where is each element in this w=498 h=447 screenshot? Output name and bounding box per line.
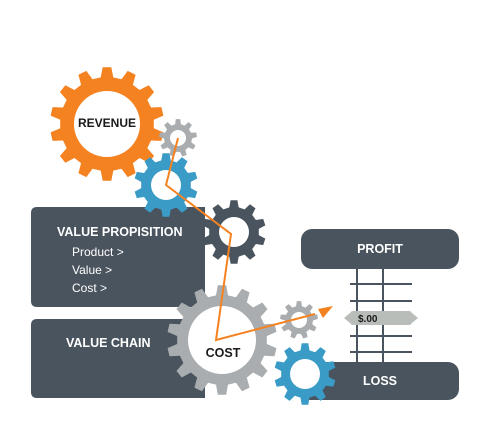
profit-label: PROFIT	[357, 242, 403, 256]
value-proposition-panel: VALUE PROPISITION Product > Value > Cost…	[31, 207, 205, 307]
profit-bar: PROFIT	[301, 229, 459, 269]
flow-connector	[164, 137, 333, 342]
loss-bar: LOSS	[298, 362, 459, 400]
loss-label: LOSS	[363, 374, 397, 388]
small-gray-gear-right-icon	[280, 301, 318, 339]
arrow-head-icon	[318, 306, 333, 318]
value-chain-panel: VALUE CHAIN	[31, 319, 205, 398]
dark-gear-icon	[202, 200, 266, 264]
cost-gear-icon	[167, 285, 277, 395]
blue-gear-bottom-icon	[274, 343, 336, 405]
profit-loss-meter: $.00	[344, 269, 418, 362]
value-proposition-item-value: Value >	[72, 263, 112, 277]
meter-value: $.00	[358, 314, 378, 325]
value-proposition-item-product: Product >	[72, 245, 124, 259]
meter-value-marker: $.00	[344, 311, 418, 325]
value-chain-title: VALUE CHAIN	[66, 336, 151, 350]
value-proposition-title: VALUE PROPISITION	[57, 225, 182, 239]
revenue-label: REVENUE	[78, 116, 136, 130]
revenue-gear-icon	[50, 67, 164, 181]
small-gray-gear-icon	[159, 119, 197, 157]
cost-label: COST	[206, 346, 241, 360]
value-proposition-item-cost: Cost >	[72, 281, 107, 295]
